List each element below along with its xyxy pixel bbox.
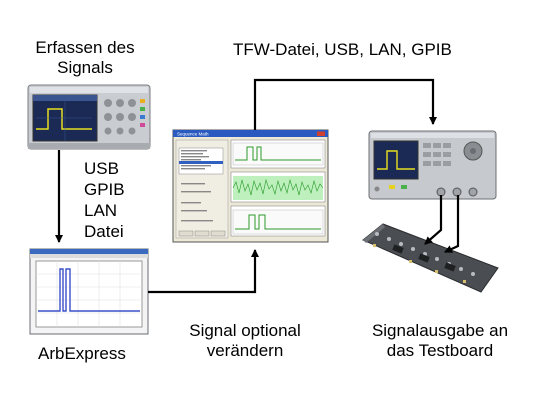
test-board-image	[362, 223, 499, 293]
sequence-math-title: Sequence Math	[177, 132, 209, 137]
arbexpress-window-image	[29, 248, 149, 335]
output-label-line1: Signalausgabe an	[371, 321, 509, 340]
arrow-arbexpress-to-modify	[148, 249, 259, 294]
capture-label-line1: Erfassen des	[35, 38, 135, 57]
capture-label: Erfassen des Signals	[20, 38, 150, 79]
interface-lan: LAN	[84, 201, 118, 220]
interface-usb: USB	[84, 159, 119, 178]
sequence-math-window: Sequence Math	[172, 129, 329, 243]
modify-label-line2: verändern	[206, 341, 284, 361]
arrow-generator-to-board-1	[424, 195, 443, 245]
interface-file: Datei	[84, 222, 124, 241]
arbexpress-label: ArbExpress	[38, 344, 126, 363]
output-label-line2: das Testboard	[386, 341, 494, 361]
modify-label: Signal optional verändern	[170, 321, 320, 362]
interface-gpib: GPIB	[84, 180, 125, 199]
capture-label-line2: Signals	[57, 58, 113, 78]
interfaces-list: USB GPIB LAN Datei	[84, 158, 125, 242]
arrow-modify-to-generator	[253, 78, 437, 130]
transfer-label: TFW-Datei, USB, LAN, GPIB	[233, 40, 452, 59]
output-label: Signalausgabe an das Testboard	[355, 321, 525, 362]
modify-label-line1: Signal optional	[189, 321, 301, 340]
oscilloscope-image	[27, 84, 151, 150]
arrow-generator-to-board-2	[444, 195, 460, 253]
function-generator-image	[368, 130, 497, 200]
